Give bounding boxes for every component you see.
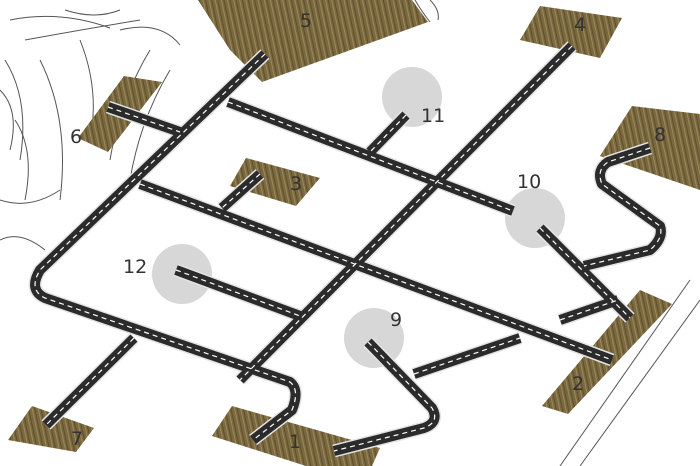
field-4 [520,6,622,58]
field-3 [230,158,320,206]
circles [152,67,565,368]
label-9: 9 [390,309,402,331]
label-4: 4 [574,14,586,36]
label-11: 11 [421,105,445,127]
label-7: 7 [71,428,83,450]
circle-9 [344,308,404,368]
label-3: 3 [290,173,302,195]
label-1: 1 [289,431,301,453]
field-5 [198,0,428,82]
label-5: 5 [300,10,312,32]
label-6: 6 [70,126,82,148]
roads [28,41,668,458]
label-2: 2 [572,373,584,395]
labels: 5 4 11 6 8 3 10 12 9 2 7 1 [70,10,666,453]
label-8: 8 [654,124,666,146]
label-12: 12 [123,256,147,278]
label-10: 10 [517,171,541,193]
fields [8,0,700,466]
circle-11 [382,67,442,127]
